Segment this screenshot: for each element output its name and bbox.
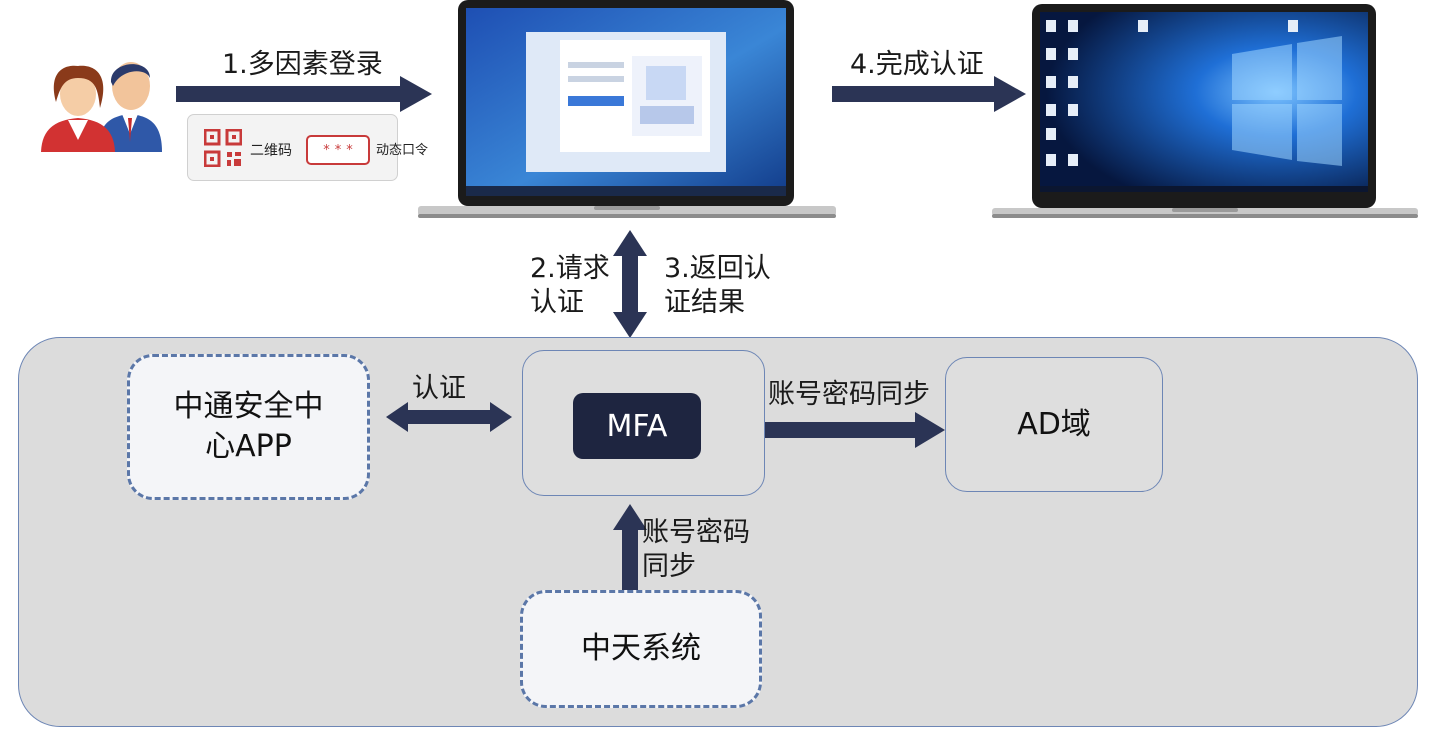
auth-label: 认证 [412,373,466,404]
users-icon [41,62,162,152]
step1-label: 1.多因素登录 [222,49,383,80]
step3-label-line2: 证结果 [664,287,745,318]
qr-code-icon [204,129,242,167]
sync-up-label-line1: 账号密码 [642,517,750,548]
ad-node: AD域 [945,357,1163,492]
otp-mask-3: * [346,142,353,158]
step2-label-line2: 认证 [530,287,584,318]
arrow-auth [386,402,512,432]
app-node-line2: 心APP [205,429,292,464]
arrow-sync-right [765,412,945,448]
arrow-step2-step3 [613,230,647,338]
app-node-line1: 中通安全中 [173,389,324,424]
laptop-icon [992,4,1418,218]
step4-label: 4.完成认证 [850,49,984,80]
arrow-step1 [176,76,432,112]
ad-node-label: AD域 [1017,406,1091,442]
arrow-sync-up [613,504,647,590]
otp-mask-2: * [334,142,342,158]
zhongtian-node: 中天系统 [520,590,762,708]
auth-factors-card: 二维码 * * * 动态口令 [187,114,428,181]
otp-mask-1: * [323,142,330,158]
otp-icon: * * * [306,135,370,165]
mfa-node: MFA [573,393,701,459]
arrow-step4 [832,76,1026,112]
sync-right-label: 账号密码同步 [768,379,930,410]
zhongtian-node-label: 中天系统 [581,631,701,666]
step2-label-line1: 2.请求 [530,253,610,284]
laptop-icon [418,0,836,218]
step3-label-line1: 3.返回认 [664,253,771,284]
sync-up-label-line2: 同步 [642,551,696,582]
otp-label: 动态口令 [376,143,429,158]
qr-code-label: 二维码 [250,143,292,159]
app-node: 中通安全中 心APP [127,354,370,500]
